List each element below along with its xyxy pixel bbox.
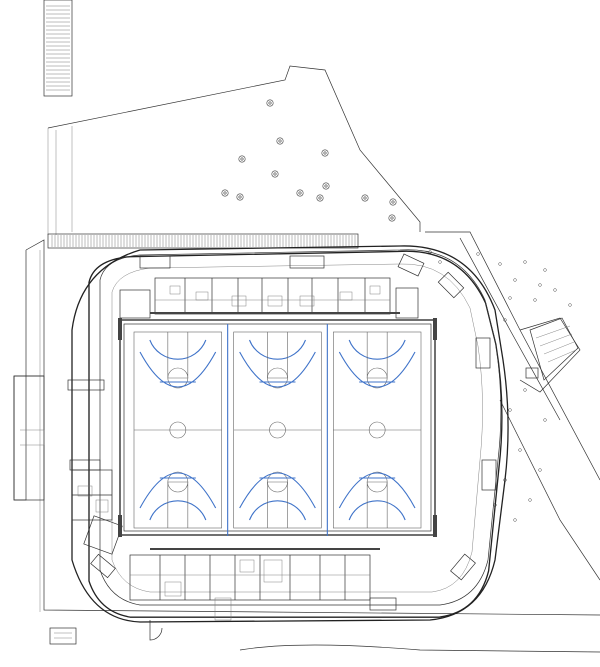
site-boundary xyxy=(13,231,600,653)
west-support-rooms xyxy=(71,469,123,555)
free-throw-circle-bottom xyxy=(267,471,288,493)
sports-courts xyxy=(133,324,422,536)
key-top xyxy=(366,332,388,379)
north-stair xyxy=(43,0,73,97)
court-1 xyxy=(133,331,222,529)
blue-arc-top xyxy=(139,351,217,388)
free-throw-circle-top xyxy=(267,367,288,389)
center-circle xyxy=(169,421,187,439)
key-bottom xyxy=(267,481,288,528)
free-throw-circle-bottom xyxy=(366,471,388,493)
key-top xyxy=(167,332,189,379)
center-circle xyxy=(269,421,286,439)
three-point-arc-bottom xyxy=(248,500,307,521)
blue-arc-top xyxy=(239,351,316,388)
blue-arc-bottom xyxy=(139,472,217,509)
east-stair xyxy=(525,317,579,381)
free-throw-circle-top xyxy=(167,367,189,389)
free-throw-circle-bottom xyxy=(167,471,189,493)
blue-arc-bottom xyxy=(239,472,316,509)
north-bleacher-strip xyxy=(47,233,359,249)
court-3 xyxy=(333,331,422,529)
three-point-arc-bottom xyxy=(348,500,406,521)
center-circle xyxy=(368,421,386,439)
court-edge-walls xyxy=(118,312,437,550)
three-point-arc-top xyxy=(248,339,307,360)
free-throw-circle-top xyxy=(366,367,388,389)
plaza-trees xyxy=(221,99,397,222)
south-support-rooms xyxy=(129,554,371,621)
north-plaza xyxy=(47,65,421,235)
three-point-arc-top xyxy=(348,339,406,360)
blue-arc-bottom xyxy=(338,472,416,509)
court-2 xyxy=(233,331,322,529)
playing-surface xyxy=(119,319,436,536)
three-point-arc-bottom xyxy=(149,500,207,521)
perimeter-stand-segments xyxy=(67,253,497,611)
key-top xyxy=(267,332,288,379)
key-bottom xyxy=(167,481,189,528)
blue-arc-top xyxy=(338,351,416,388)
three-point-arc-top xyxy=(149,339,207,360)
key-bottom xyxy=(366,481,388,528)
arena-outer-shell xyxy=(71,245,509,623)
